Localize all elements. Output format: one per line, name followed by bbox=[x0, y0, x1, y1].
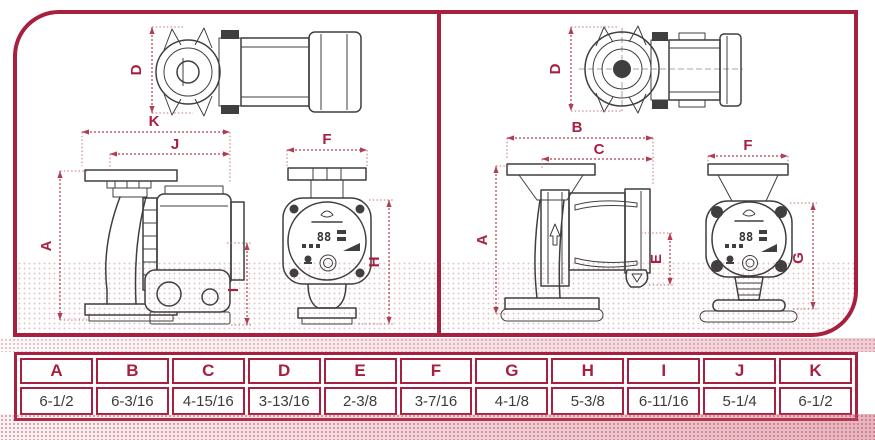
dimension-f-right: F bbox=[707, 137, 789, 164]
table-value-cell: 3-13/16 bbox=[247, 387, 321, 415]
dimension-arrowhead bbox=[646, 156, 653, 162]
dimension-g: G bbox=[790, 202, 817, 310]
left-side-view bbox=[84, 169, 245, 325]
right-side-view bbox=[500, 163, 651, 322]
dim-label-h: H bbox=[366, 257, 383, 268]
dimension-arrowhead bbox=[542, 156, 549, 162]
table-value-cell: 4-1/8 bbox=[475, 387, 549, 415]
table-value-cell: 5-1/4 bbox=[703, 387, 777, 415]
table-value-cell: 6-1/2 bbox=[20, 387, 93, 415]
dimension-arrowhead bbox=[810, 302, 816, 309]
dimension-j: J bbox=[109, 136, 230, 168]
dimension-arrowhead bbox=[667, 233, 673, 240]
dimension-a-left: A bbox=[38, 170, 89, 321]
right-top-view bbox=[579, 25, 743, 114]
dimension-arrowhead bbox=[781, 153, 788, 159]
dimension-e: E bbox=[641, 232, 674, 286]
dimension-arrowhead bbox=[493, 307, 499, 314]
dimension-arrowhead bbox=[223, 129, 230, 135]
table-header-cell: G bbox=[475, 358, 549, 384]
table-header-cell: E bbox=[323, 358, 397, 384]
dimension-f-left: F bbox=[286, 131, 368, 166]
dim-label-d: D bbox=[547, 63, 564, 74]
dim-label-c: C bbox=[594, 141, 605, 158]
dimension-arrowhead bbox=[82, 129, 89, 135]
left-top-view bbox=[155, 27, 362, 117]
dim-label-d: D bbox=[128, 64, 145, 75]
dimensions-table: A B C D E F G H I J K 6-1/2 6-3/16 4-15/… bbox=[14, 352, 858, 421]
panel-divider bbox=[437, 14, 441, 333]
left-panel-drawing: D bbox=[38, 26, 393, 326]
table-value-cell: 6-3/16 bbox=[95, 387, 169, 415]
dimension-i: I bbox=[225, 242, 251, 326]
dimension-c: C bbox=[541, 141, 653, 168]
dimension-arrowhead bbox=[244, 243, 250, 250]
dimension-drawing-panels: D bbox=[13, 10, 858, 337]
dimension-arrowhead bbox=[708, 153, 715, 159]
dim-label-k: K bbox=[149, 113, 160, 130]
table-value-cell: 6-11/16 bbox=[627, 387, 701, 415]
dimension-d-left: D bbox=[128, 26, 193, 114]
table-header-cell: B bbox=[95, 358, 169, 384]
dimension-arrowhead bbox=[360, 147, 367, 153]
dimension-arrowhead bbox=[646, 135, 653, 141]
dimension-arrowhead bbox=[149, 27, 155, 34]
table-header-cell: F bbox=[399, 358, 473, 384]
dim-label-j: J bbox=[171, 136, 179, 153]
table-value-row: 6-1/2 6-3/16 4-15/16 3-13/16 2-3/8 3-7/1… bbox=[20, 387, 852, 415]
table-value-cell: 4-15/16 bbox=[171, 387, 245, 415]
halftone-band bbox=[0, 414, 875, 440]
table-header-cell: C bbox=[171, 358, 245, 384]
dim-label-a: A bbox=[38, 240, 55, 251]
dimension-b: B bbox=[506, 119, 654, 186]
dim-label-f: F bbox=[743, 137, 752, 154]
dimension-arrowhead bbox=[568, 104, 574, 111]
table-header-row: A B C D E F G H I J K bbox=[20, 358, 852, 384]
dimension-arrowhead bbox=[507, 135, 514, 141]
dimension-arrowhead bbox=[810, 203, 816, 210]
table-header-cell: K bbox=[779, 358, 852, 384]
table-header-cell: H bbox=[551, 358, 625, 384]
left-pump-display: 88 bbox=[317, 230, 331, 244]
table-header-cell: J bbox=[703, 358, 777, 384]
panel-right: D bbox=[441, 14, 854, 333]
dimension-h: H bbox=[358, 199, 393, 325]
left-front-view: 88 bbox=[282, 167, 372, 325]
dimension-arrowhead bbox=[667, 278, 673, 285]
table-value-cell: 6-1/2 bbox=[779, 387, 852, 415]
dimension-arrowhead bbox=[57, 313, 63, 320]
table-header-cell: A bbox=[20, 358, 93, 384]
table-value-cell: 5-3/8 bbox=[551, 387, 625, 415]
dim-label-b: B bbox=[572, 119, 583, 136]
dimension-arrowhead bbox=[57, 171, 63, 178]
dimension-arrowhead bbox=[493, 166, 499, 173]
dimension-arrowhead bbox=[287, 147, 294, 153]
dimension-arrowhead bbox=[386, 200, 392, 207]
dimension-arrowhead bbox=[244, 318, 250, 325]
right-pump-display: 88 bbox=[739, 230, 753, 244]
dimension-k: K bbox=[81, 113, 231, 182]
dimension-arrowhead bbox=[386, 317, 392, 324]
table-header-cell: I bbox=[627, 358, 701, 384]
dim-label-e: E bbox=[648, 254, 665, 264]
dimension-arrowhead bbox=[223, 151, 230, 157]
dim-label-a: A bbox=[474, 234, 491, 245]
dim-label-g: G bbox=[790, 252, 807, 264]
table-header-cell: D bbox=[247, 358, 321, 384]
stipple-strip bbox=[0, 338, 875, 352]
right-front-view: 88 bbox=[699, 163, 798, 323]
right-panel-drawing: D bbox=[474, 25, 817, 323]
dimension-arrowhead bbox=[149, 106, 155, 113]
dimension-d-right: D bbox=[547, 26, 623, 112]
dim-label-i: I bbox=[225, 288, 242, 292]
dim-label-f: F bbox=[322, 131, 331, 148]
dimension-arrowhead bbox=[110, 151, 117, 157]
table-value-cell: 3-7/16 bbox=[399, 387, 473, 415]
panel-left: D bbox=[17, 14, 437, 333]
dimension-arrowhead bbox=[568, 27, 574, 34]
table-value-cell: 2-3/8 bbox=[323, 387, 397, 415]
dimension-a-right: A bbox=[474, 165, 511, 315]
